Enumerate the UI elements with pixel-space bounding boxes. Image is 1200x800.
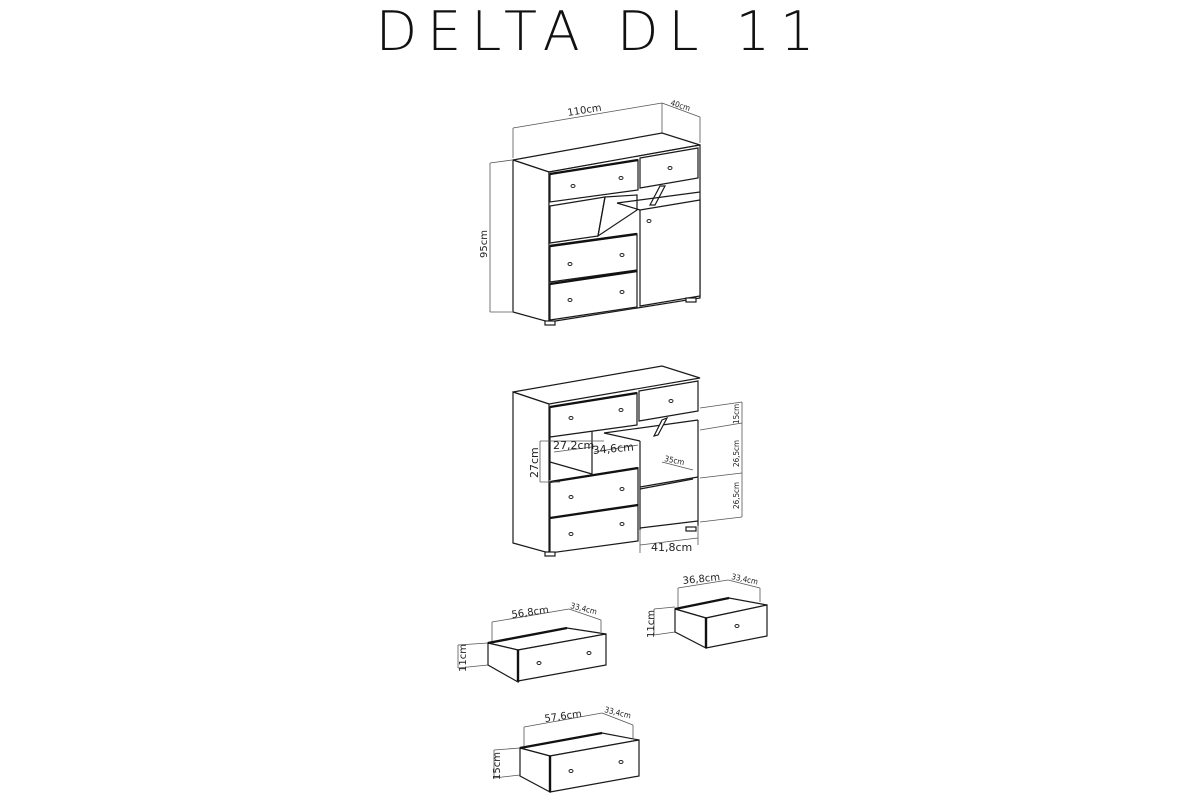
right-bottom-height-label: 26,5cm bbox=[732, 482, 741, 509]
width-label: 110cm bbox=[567, 103, 603, 119]
drawer-small-11-view: 36,8cm 33,4cm 11cm bbox=[646, 572, 768, 649]
drawer-large-15-view: 57,6cm 33,4cm 15cm bbox=[492, 705, 640, 793]
product-title: DELTA DL 11 bbox=[375, 0, 825, 63]
drawer-1-width-label: 56,8cm bbox=[511, 605, 550, 621]
drawer-1-height-label: 11cm bbox=[458, 644, 469, 672]
cabinet-overall-view: 110cm 40cm 95cm bbox=[479, 98, 701, 326]
drawer-2-width-label: 36,8cm bbox=[682, 572, 720, 587]
height-label: 95cm bbox=[479, 230, 490, 258]
drawer-3-width-label: 57,6cm bbox=[544, 709, 583, 725]
depth-label: 40cm bbox=[669, 98, 691, 113]
right-section-width-label: 41,8cm bbox=[651, 541, 692, 554]
right-top-height-label: 15cm bbox=[732, 404, 741, 424]
drawer-3-depth-label: 33,4cm bbox=[604, 705, 632, 720]
middle-compartment-width-label: 34,6cm bbox=[592, 440, 634, 457]
drawer-large-11-view: 56,8cm 33,4cm 11cm bbox=[457, 601, 607, 684]
left-compartment-height-label: 27cm bbox=[528, 447, 541, 478]
dimension-lines bbox=[489, 102, 701, 313]
right-middle-height-label: 26,5cm bbox=[732, 440, 741, 467]
drawer-3-height-label: 15cm bbox=[492, 752, 503, 780]
left-compartment-width-label: 27,2cm bbox=[553, 439, 594, 452]
cabinet-interior-view: 27cm 27,2cm 34,6cm 35cm 41,8cm 15cm 26,5… bbox=[512, 365, 743, 557]
interior-dimension-lines bbox=[539, 401, 743, 553]
drawer-2-height-label: 11cm bbox=[646, 610, 657, 638]
shelf-depth-label: 35cm bbox=[664, 454, 686, 467]
